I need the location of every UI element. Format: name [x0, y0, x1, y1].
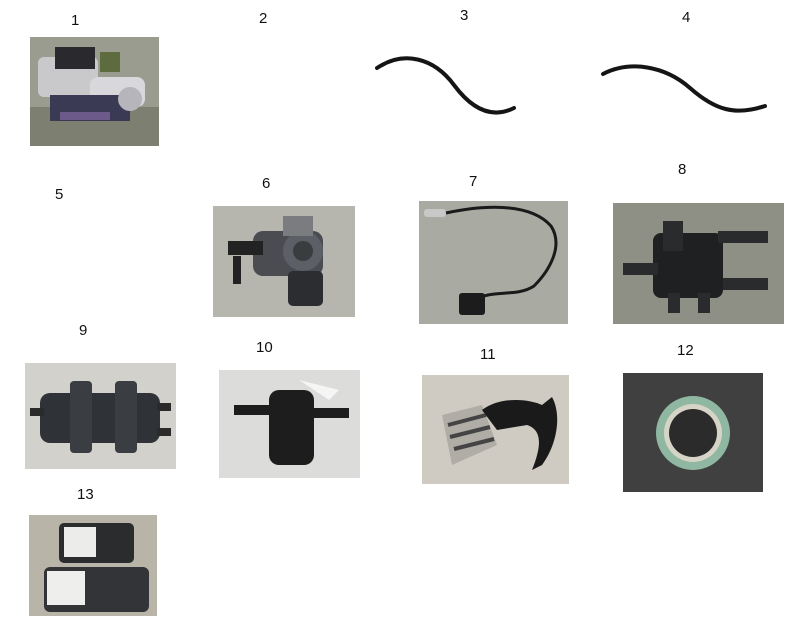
item-number-13: 13 — [77, 486, 94, 503]
item-number-11: 11 — [480, 346, 496, 363]
canister-valve-photo — [613, 203, 784, 324]
item-number-6: 6 — [262, 175, 271, 192]
item-number-2: 2 — [259, 10, 268, 27]
oxygen-sensor-photo — [419, 201, 568, 324]
item-number-4: 4 — [682, 9, 691, 26]
hose-curve-3 — [375, 56, 516, 115]
item-number-5: 5 — [55, 186, 64, 203]
item-number-3: 3 — [460, 7, 469, 24]
item-number-9: 9 — [79, 322, 88, 339]
charcoal-canister-photo — [25, 363, 176, 469]
item-number-1: 1 — [71, 12, 80, 29]
seal-ring-photo — [623, 373, 763, 492]
cylinder-parts-photo — [29, 515, 157, 616]
item-number-7: 7 — [469, 173, 478, 190]
hose-curve-4 — [601, 64, 767, 113]
item-number-8: 8 — [678, 161, 687, 178]
item-number-12: 12 — [677, 342, 694, 359]
bracket-photo — [422, 375, 569, 484]
throttle-body-photo — [213, 206, 355, 317]
engine-photo — [30, 37, 159, 146]
item-number-10: 10 — [256, 339, 273, 356]
purge-valve-photo — [219, 370, 360, 478]
